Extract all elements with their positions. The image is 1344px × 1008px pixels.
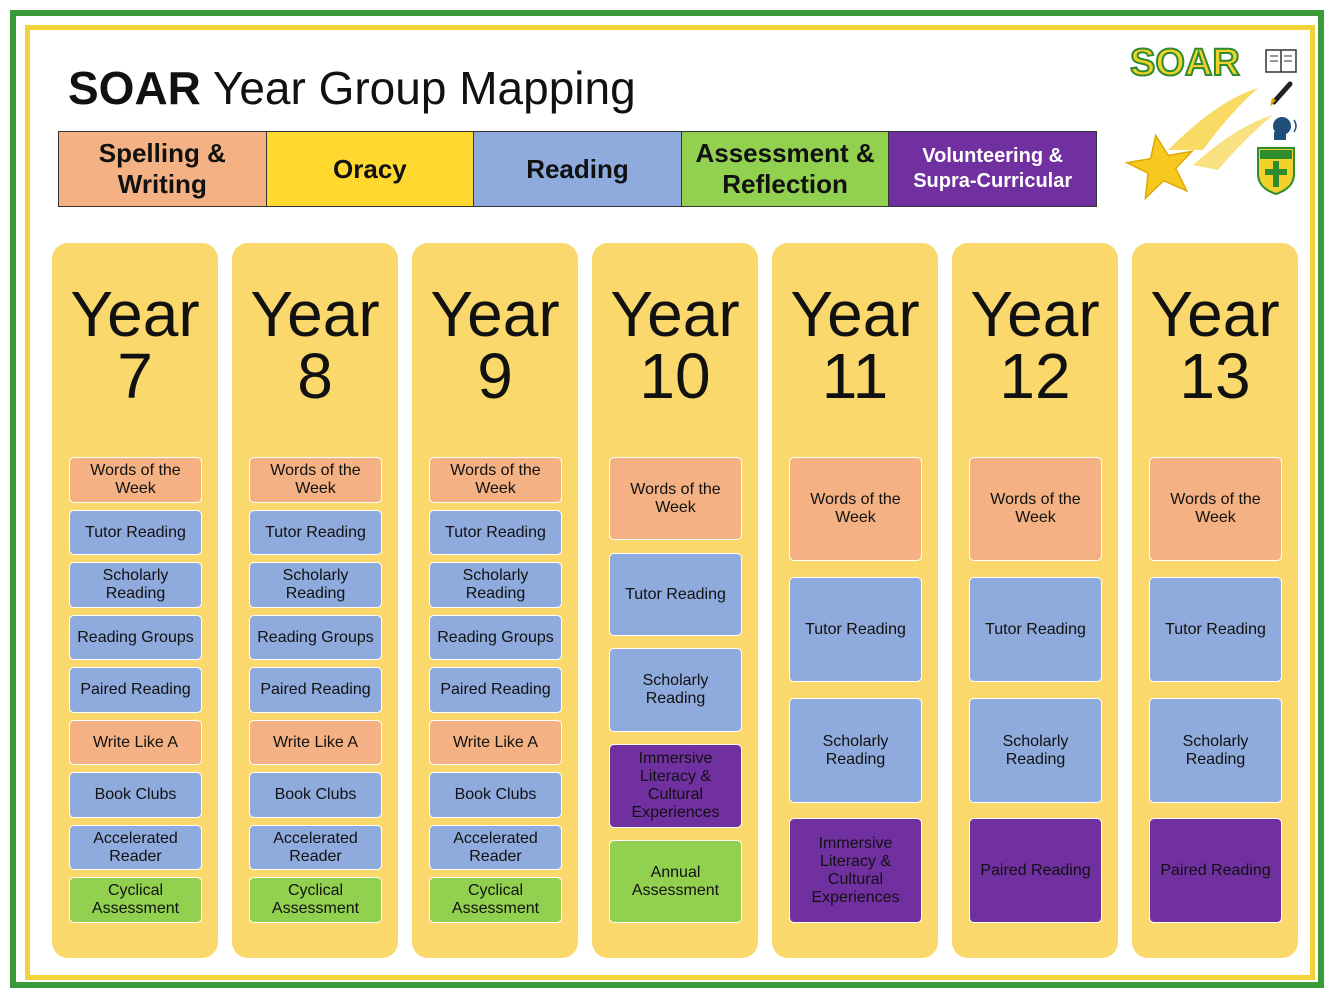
title-soar: SOAR — [68, 62, 201, 114]
pen-icon — [1270, 81, 1293, 107]
card-annual-assessment: Annual Assessment — [609, 840, 742, 923]
outer-border — [10, 10, 1324, 988]
year-word: Year — [70, 278, 200, 350]
year-number: 11 — [821, 340, 889, 412]
card-scholarly-reading: Scholarly Reading — [789, 698, 922, 803]
card-words-of-the-week: Words of the Week — [609, 457, 742, 540]
card-words-of-the-week: Words of the Week — [1149, 457, 1282, 561]
card-scholarly-reading: Scholarly Reading — [69, 562, 202, 608]
card-cyclical-assessment: Cyclical Assessment — [429, 877, 562, 923]
inner-border — [25, 25, 1315, 980]
year-word: Year — [610, 278, 740, 350]
year-number: 9 — [477, 340, 513, 412]
card-immersive-literacy: Immersive Literacy & Cultural Experience… — [789, 818, 922, 923]
year-word: Year — [250, 278, 380, 350]
card-words-of-the-week: Words of the Week — [249, 457, 382, 503]
card-words-of-the-week: Words of the Week — [69, 457, 202, 503]
card-scholarly-reading: Scholarly Reading — [249, 562, 382, 608]
legend-volunteering-supra-curricular: Volunteering & Supra-Curricular — [889, 132, 1096, 206]
year-word: Year — [970, 278, 1100, 350]
card-write-like-a: Write Like A — [69, 720, 202, 765]
book-icon — [1265, 49, 1297, 73]
card-reading-groups: Reading Groups — [429, 615, 562, 660]
card-book-clubs: Book Clubs — [69, 772, 202, 818]
year-word: Year — [430, 278, 560, 350]
card-paired-reading: Paired Reading — [69, 667, 202, 713]
card-paired-reading: Paired Reading — [1149, 818, 1282, 923]
speaking-head-icon — [1273, 117, 1297, 140]
year-word: Year — [790, 278, 920, 350]
card-accelerated-reader: Accelerated Reader — [249, 825, 382, 870]
card-cyclical-assessment: Cyclical Assessment — [69, 877, 202, 923]
legend-reading: Reading — [474, 132, 682, 206]
card-accelerated-reader: Accelerated Reader — [69, 825, 202, 870]
card-tutor-reading: Tutor Reading — [69, 510, 202, 555]
title-rest: Year Group Mapping — [200, 62, 636, 114]
card-tutor-reading: Tutor Reading — [789, 577, 922, 682]
card-scholarly-reading: Scholarly Reading — [429, 562, 562, 608]
card-cyclical-assessment: Cyclical Assessment — [249, 877, 382, 923]
shooting-trail-icon-2 — [1193, 115, 1273, 170]
card-paired-reading: Paired Reading — [969, 818, 1102, 923]
soar-logo: SOAR — [1108, 40, 1308, 215]
legend-oracy: Oracy — [266, 132, 475, 206]
card-reading-groups: Reading Groups — [249, 615, 382, 660]
card-scholarly-reading: Scholarly Reading — [1149, 698, 1282, 803]
card-words-of-the-week: Words of the Week — [789, 457, 922, 561]
legend-assessment-reflection: Assessment & Reflection — [681, 132, 890, 206]
legend-spelling-writing: Spelling & Writing — [59, 132, 267, 206]
school-crest-icon — [1257, 147, 1295, 196]
card-tutor-reading: Tutor Reading — [429, 510, 562, 555]
year-word: Year — [1150, 278, 1280, 350]
card-book-clubs: Book Clubs — [249, 772, 382, 818]
year-number: 8 — [297, 340, 333, 412]
card-tutor-reading: Tutor Reading — [609, 553, 742, 636]
shooting-trail-icon — [1168, 88, 1258, 150]
card-write-like-a: Write Like A — [249, 720, 382, 765]
year-number: 7 — [117, 340, 153, 412]
card-scholarly-reading: Scholarly Reading — [609, 648, 742, 732]
card-tutor-reading: Tutor Reading — [249, 510, 382, 555]
card-book-clubs: Book Clubs — [429, 772, 562, 818]
card-tutor-reading: Tutor Reading — [969, 577, 1102, 682]
card-tutor-reading: Tutor Reading — [1149, 577, 1282, 682]
page-title: SOAR Year Group Mapping — [68, 60, 636, 116]
card-write-like-a: Write Like A — [429, 720, 562, 765]
card-words-of-the-week: Words of the Week — [429, 457, 562, 503]
card-paired-reading: Paired Reading — [249, 667, 382, 713]
card-words-of-the-week: Words of the Week — [969, 457, 1102, 561]
card-accelerated-reader: Accelerated Reader — [429, 825, 562, 870]
year-number: 12 — [999, 340, 1071, 412]
card-scholarly-reading: Scholarly Reading — [969, 698, 1102, 803]
card-reading-groups: Reading Groups — [69, 615, 202, 660]
card-paired-reading: Paired Reading — [429, 667, 562, 713]
year-number: 13 — [1179, 340, 1251, 412]
star-icon — [1124, 133, 1195, 201]
category-legend: Spelling & Writing Oracy Reading Assessm… — [58, 131, 1097, 207]
year-number: 10 — [639, 340, 711, 412]
card-immersive-literacy: Immersive Literacy & Cultural Experience… — [609, 744, 742, 828]
logo-text: SOAR — [1130, 42, 1240, 84]
